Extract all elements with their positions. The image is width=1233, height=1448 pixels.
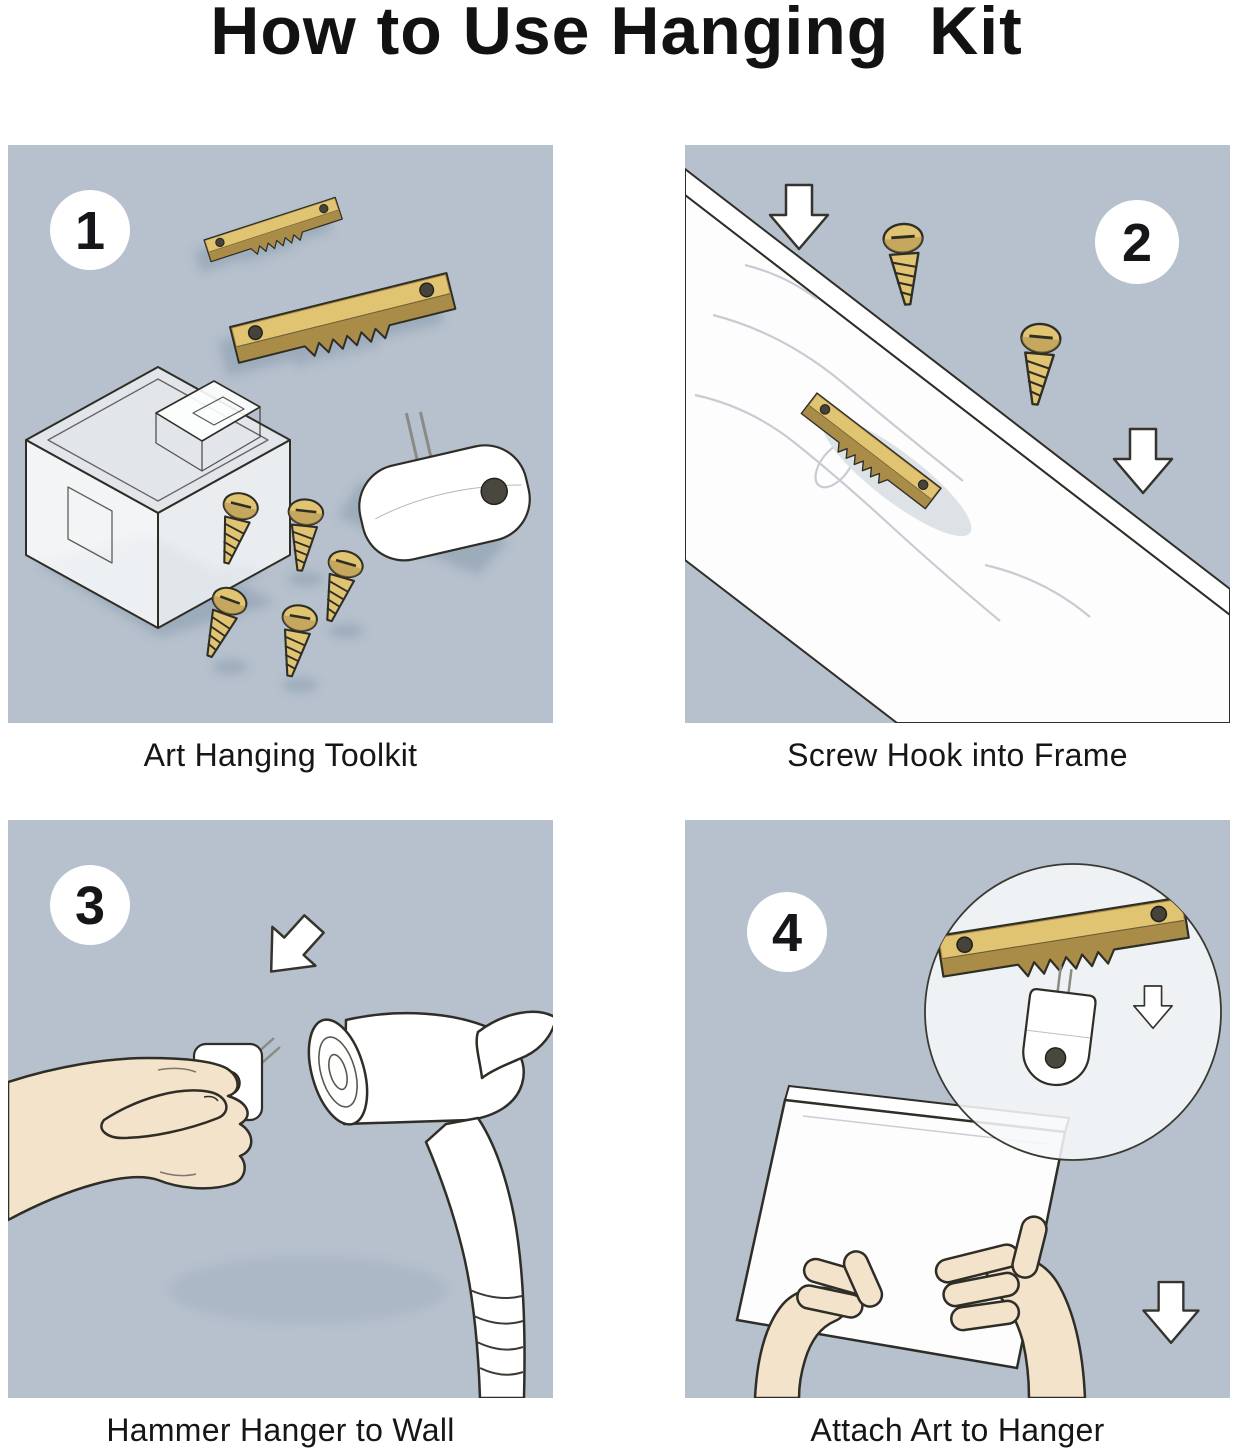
shadow <box>168 1256 448 1324</box>
svg-text:2: 2 <box>1122 213 1152 273</box>
down-arrow-icon <box>768 183 830 251</box>
step-3-panel: 3 <box>8 820 553 1398</box>
svg-text:4: 4 <box>772 903 802 963</box>
down-arrow-icon <box>1112 427 1174 495</box>
step-2: 2 Screw Hook into Frame <box>685 145 1230 774</box>
zoom-circle <box>924 863 1222 1161</box>
wall-hook-icon <box>1022 965 1097 1087</box>
step-4-illustration: 4 <box>735 863 1222 1398</box>
hand-icon <box>753 1250 884 1398</box>
svg-text:1: 1 <box>75 201 105 261</box>
hand-icon <box>934 1215 1087 1398</box>
screw-icon <box>271 601 321 681</box>
hand-icon <box>8 1056 253 1222</box>
page-title: How to Use Hanging Kit <box>210 0 1023 69</box>
svg-text:3: 3 <box>75 876 105 936</box>
wall-hook-icon <box>358 411 531 562</box>
step-number-badge: 2 <box>1095 200 1179 284</box>
step-3-caption: Hammer Hanger to Wall <box>106 1412 455 1448</box>
step-1-panel: 1 <box>8 145 553 723</box>
step-1: 1 Art Hanging Toolkit <box>8 145 553 774</box>
screw-icon <box>1014 320 1063 408</box>
step-4: 4 Attach Art to Hanger <box>685 820 1230 1448</box>
step-2-caption: Screw Hook into Frame <box>787 737 1128 773</box>
step-2-panel: 2 <box>685 145 1230 723</box>
step-1-illustration: 1 <box>25 190 531 692</box>
hammer-icon <box>307 1010 553 1398</box>
clear-box-icon <box>25 366 291 629</box>
step-number-badge: 4 <box>747 892 827 972</box>
down-arrow-icon <box>1142 1280 1200 1344</box>
step-3: 3 Hammer Hanger to Wall <box>8 820 553 1448</box>
step-number-badge: 3 <box>50 865 130 945</box>
step-3-illustration: 3 <box>8 865 553 1398</box>
screw-icon <box>881 221 929 308</box>
step-4-panel: 4 <box>685 820 1230 1398</box>
screw-icon <box>311 545 368 627</box>
step-4-caption: Attach Art to Hanger <box>810 1412 1105 1448</box>
step-2-illustration: 2 <box>685 167 1230 723</box>
down-left-arrow-icon <box>248 903 337 993</box>
step-number-badge: 1 <box>50 190 130 270</box>
step-1-caption: Art Hanging Toolkit <box>143 737 418 773</box>
